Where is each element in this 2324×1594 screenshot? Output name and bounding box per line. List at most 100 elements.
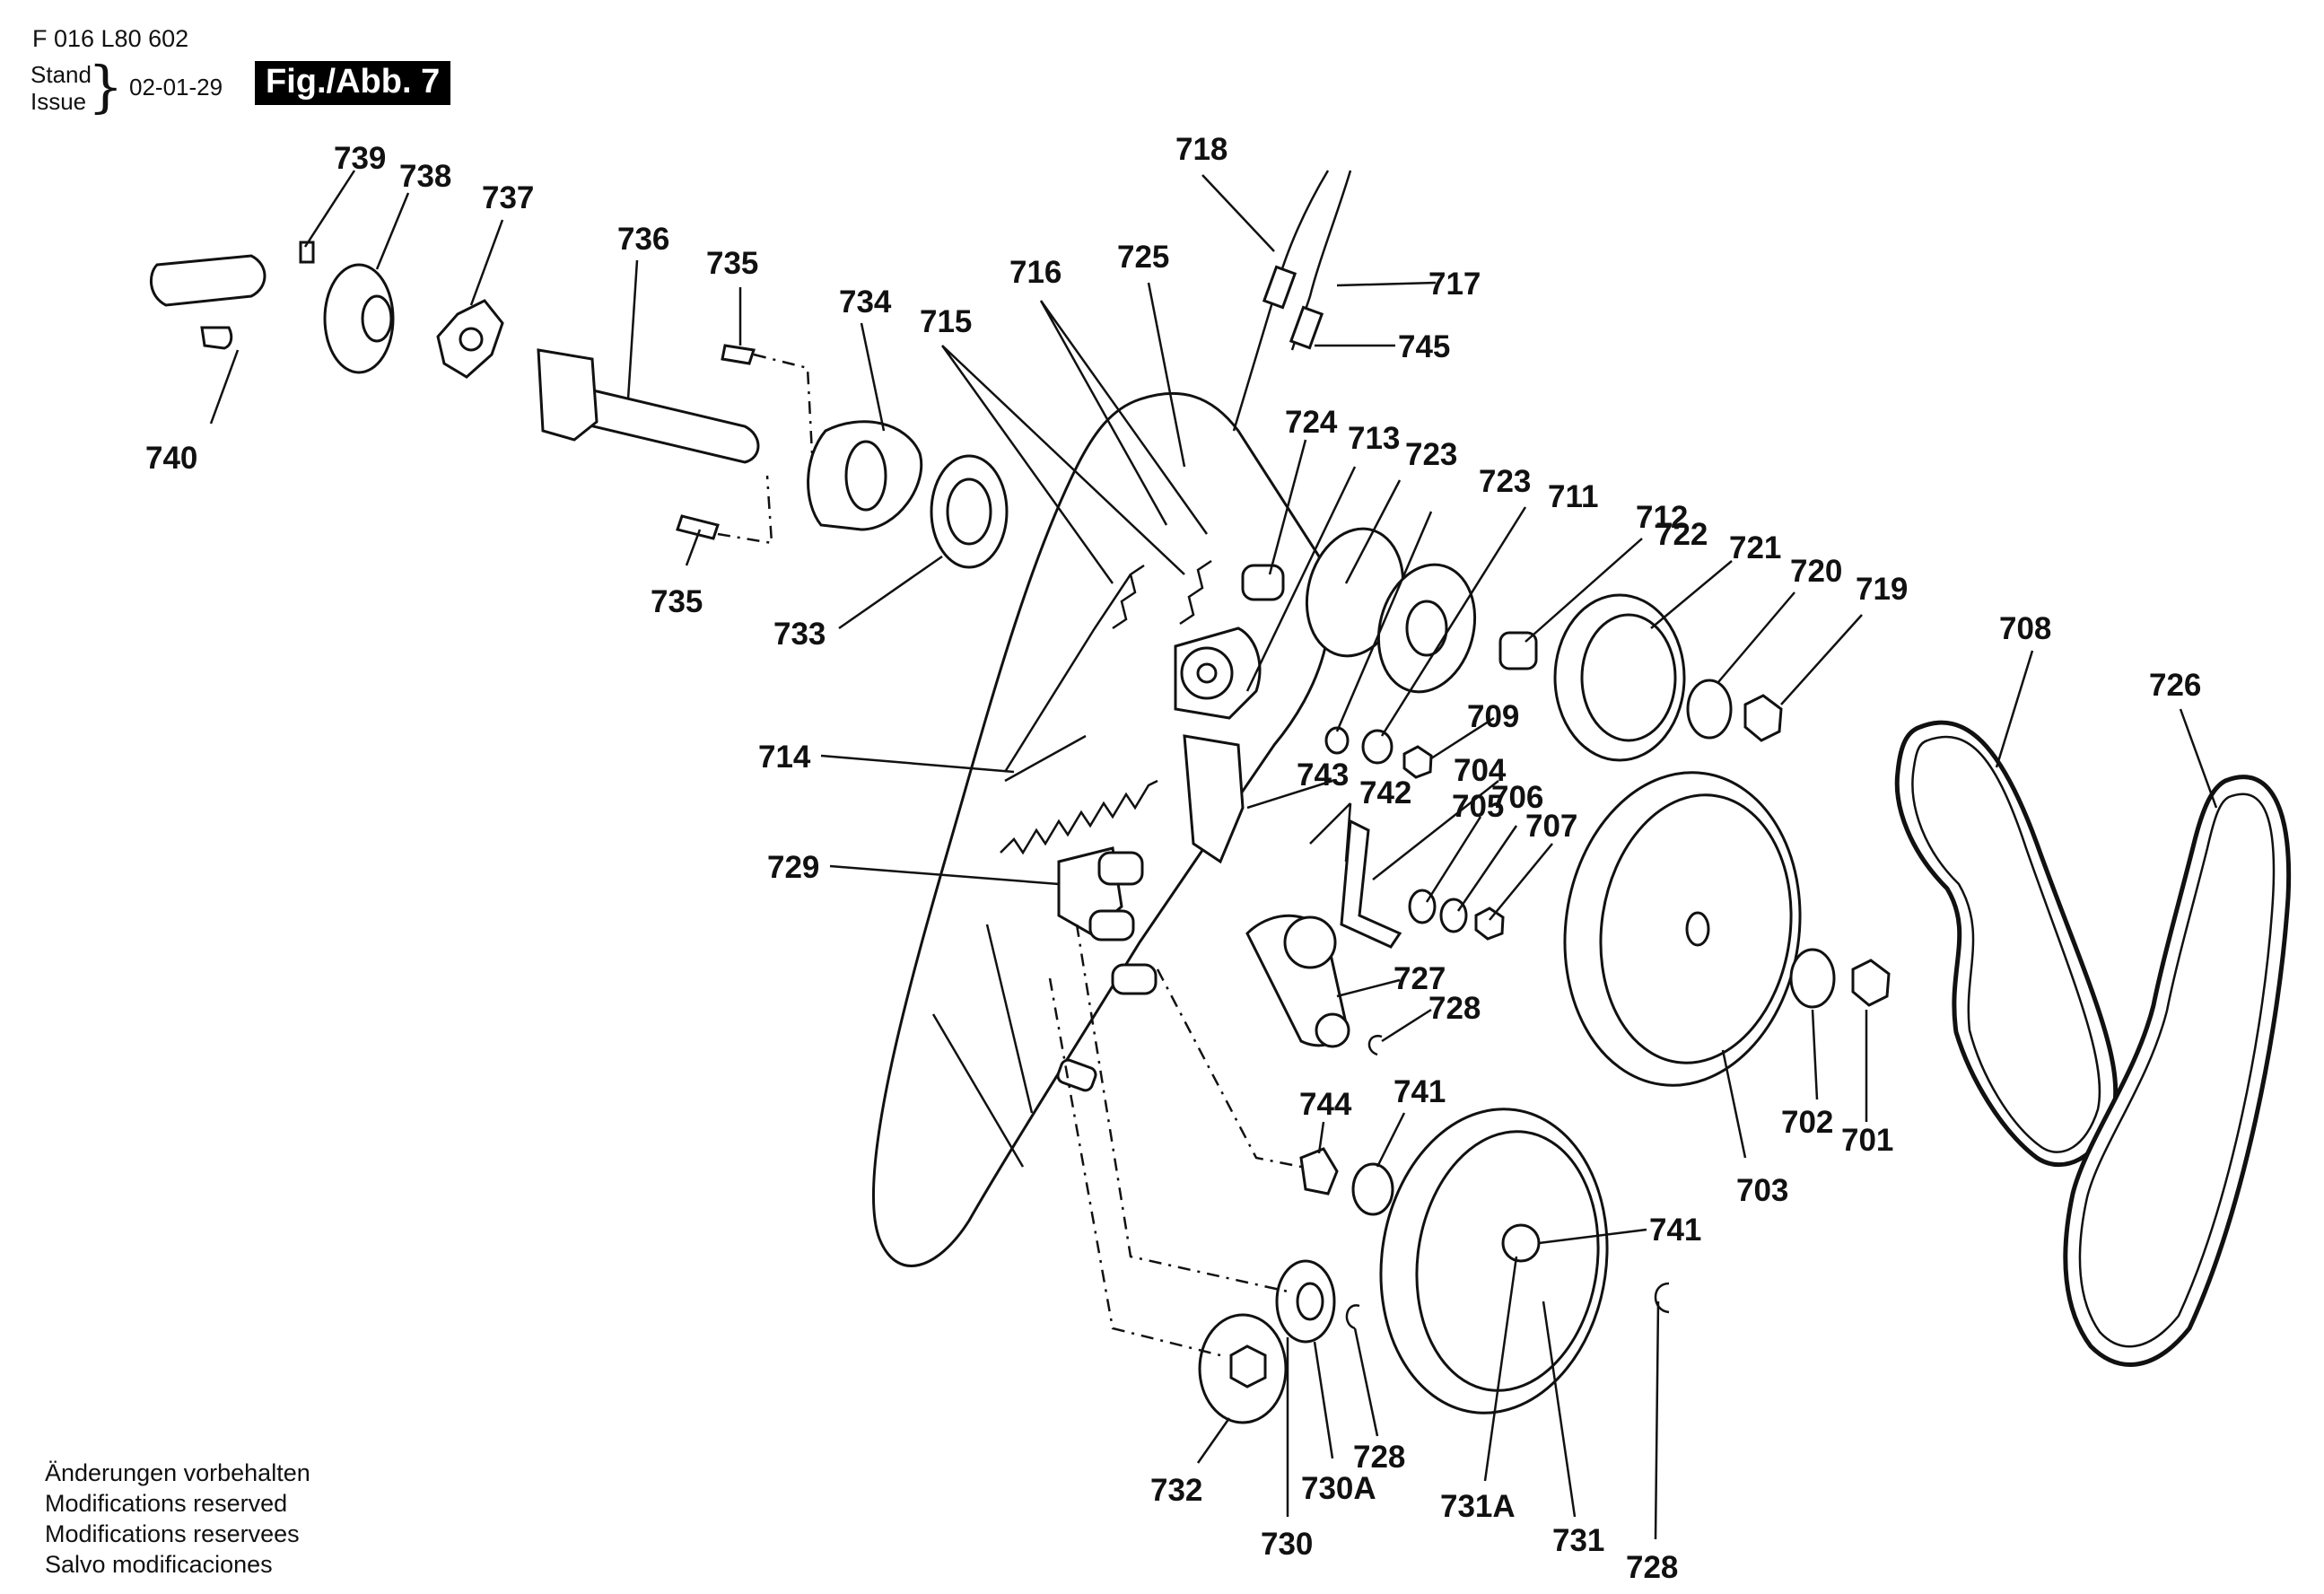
callout-708: 708 — [1999, 611, 2051, 646]
callout-726: 726 — [2149, 668, 2201, 703]
callout-717: 717 — [1428, 267, 1481, 302]
callout-734: 734 — [839, 285, 892, 320]
callout-744: 744 — [1299, 1087, 1352, 1122]
stud-bolt — [1056, 1058, 1097, 1092]
spacer-bottom — [1111, 963, 1158, 995]
callout-713: 713 — [1348, 421, 1400, 456]
callout-715: 715 — [920, 304, 972, 339]
callout-720: 720 — [1790, 554, 1842, 589]
callout-742: 742 — [1359, 775, 1411, 810]
v-belt-708 — [1894, 720, 2119, 1168]
callout-701: 701 — [1841, 1123, 1893, 1158]
gear-730-hub — [1296, 1282, 1324, 1321]
callout-711: 711 — [1548, 479, 1598, 514]
woodruff-key-740 — [200, 326, 233, 350]
lever-742 — [1340, 819, 1402, 949]
washer-731A — [1501, 1223, 1541, 1263]
callout-704: 704 — [1454, 753, 1507, 788]
callout-729: 729 — [767, 850, 819, 885]
callout-722: 722 — [1656, 517, 1708, 552]
callout-706: 706 — [1491, 780, 1543, 815]
brace-glyph: } — [88, 54, 124, 119]
screw-735-top — [721, 344, 756, 365]
circlip-728-b — [1345, 1304, 1360, 1330]
issue-label: Issue — [31, 88, 87, 115]
leader-lines — [209, 170, 2218, 1540]
callout-703: 703 — [1736, 1173, 1788, 1208]
callout-712: 712 — [1636, 500, 1688, 535]
callout-728-c: 728 — [1626, 1550, 1678, 1585]
drive-shaft-736 — [572, 384, 760, 464]
spacer-lower — [1088, 909, 1135, 942]
bushing-724 — [1241, 564, 1285, 601]
callout-738: 738 — [399, 159, 451, 194]
washer-702 — [1789, 948, 1836, 1009]
pulley-731-groove — [1415, 1130, 1600, 1392]
modifications-notice: Änderungen vorbehalten Modifications res… — [45, 1458, 310, 1580]
v-belt-726 — [2063, 775, 2292, 1367]
callout-728-b: 728 — [1353, 1440, 1405, 1475]
callout-724: 724 — [1285, 405, 1338, 440]
callout-741-a: 741 — [1394, 1074, 1446, 1109]
callout-732: 732 — [1150, 1473, 1202, 1508]
callout-723-a: 723 — [1405, 437, 1457, 472]
callout-743: 743 — [1297, 758, 1349, 793]
spider-hole — [459, 327, 484, 352]
sleeve-722 — [1498, 631, 1538, 670]
nut-709 — [1402, 745, 1433, 779]
callout-714: 714 — [758, 740, 811, 775]
callout-740: 740 — [145, 441, 197, 476]
callout-731: 731 — [1552, 1523, 1604, 1558]
pulley-721-groove — [1580, 613, 1677, 742]
bearing-inner-ring — [946, 477, 992, 546]
stand-label: Stand — [31, 61, 92, 88]
notice-es: Salvo modificaciones — [45, 1551, 273, 1578]
callout-735-top: 735 — [706, 246, 758, 281]
screw-735-bottom — [676, 514, 720, 540]
coupling-bore — [361, 294, 393, 343]
callout-718: 718 — [1175, 132, 1228, 167]
issue-date: 02-01-29 — [129, 74, 223, 101]
callout-727: 727 — [1394, 961, 1446, 996]
washer-741 — [1351, 1162, 1394, 1216]
callout-731A: 731A — [1440, 1489, 1516, 1524]
flange-bore — [844, 440, 887, 512]
figure-badge: Fig./Abb. 7 — [255, 61, 451, 105]
gear-732-hex — [1229, 1344, 1267, 1388]
cable-end-fitting — [1262, 265, 1297, 310]
spacer-729 — [1097, 851, 1144, 886]
callout-737: 737 — [482, 180, 534, 215]
notice-fr: Modifications reservees — [45, 1520, 300, 1547]
callout-735-bottom: 735 — [651, 584, 703, 619]
callout-labels: 739 738 737 736 735 734 715 716 725 718 … — [145, 132, 2201, 1585]
callout-723-b: 723 — [1479, 464, 1531, 499]
springs-715 — [1112, 559, 1212, 630]
circlip-728-a — [1367, 1034, 1383, 1056]
coupling-738 — [323, 263, 395, 374]
nut-719 — [1743, 694, 1783, 742]
callout-745: 745 — [1398, 329, 1450, 364]
document-number: F 016 L80 602 — [32, 25, 189, 52]
callout-705: 705 — [1452, 789, 1504, 824]
callout-725: 725 — [1117, 240, 1169, 275]
bushing-712 — [1361, 729, 1394, 765]
callout-721: 721 — [1729, 530, 1781, 565]
callout-709: 709 — [1467, 699, 1519, 734]
shaft-fork — [537, 348, 598, 442]
callout-702: 702 — [1781, 1105, 1833, 1140]
tension-pulley-hub — [1196, 662, 1218, 684]
callout-716: 716 — [1009, 255, 1062, 290]
cable-717 — [1290, 170, 1352, 351]
callout-733: 733 — [773, 617, 826, 652]
callout-736: 736 — [617, 222, 669, 257]
spring-714 — [1000, 779, 1158, 855]
callout-730: 730 — [1261, 1527, 1313, 1562]
washer-720 — [1686, 679, 1733, 740]
shaft-stub — [149, 254, 266, 307]
callout-741-b: 741 — [1649, 1213, 1701, 1248]
v-belt-726-inner — [2078, 793, 2276, 1348]
callout-707: 707 — [1525, 809, 1577, 844]
v-belt-708-inner — [1911, 735, 2101, 1153]
